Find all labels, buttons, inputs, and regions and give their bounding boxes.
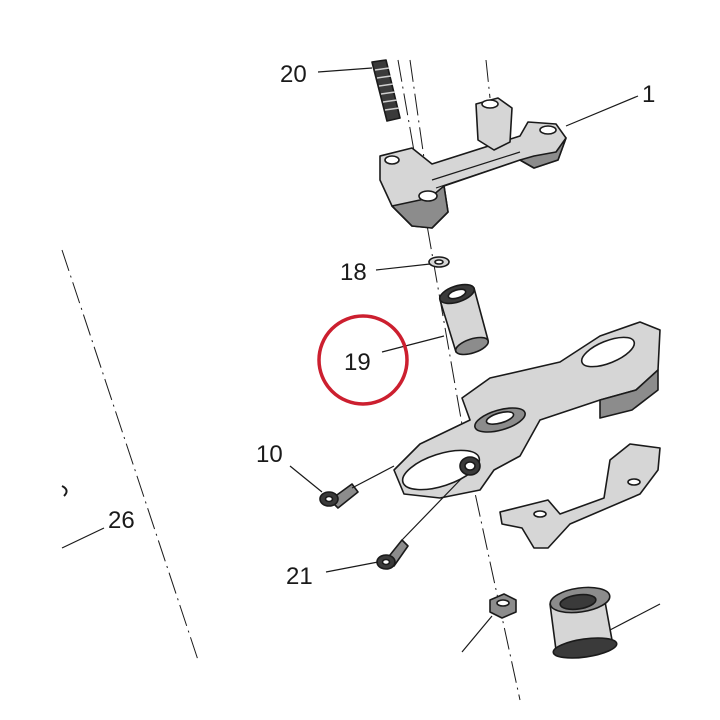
part-21-bolt (376, 539, 409, 570)
callout-10: 10 (256, 441, 283, 468)
stud-axis (485, 59, 491, 99)
steering-bearing-cup (549, 586, 618, 659)
callout-18: 18 (340, 259, 367, 286)
part-19-bushing (438, 283, 490, 356)
leader-10 (289, 465, 323, 493)
leader-nut (461, 615, 493, 653)
part-18-washer (428, 256, 450, 268)
part-10-bolt (319, 483, 359, 509)
callout-26: 26 (108, 507, 135, 534)
leader-21b (401, 477, 463, 541)
leader-20 (317, 67, 373, 73)
upper-triple-clamp (393, 321, 661, 499)
leader-21 (325, 561, 379, 573)
callout-19: 19 (344, 349, 371, 376)
callout-1: 1 (642, 81, 655, 108)
frame-centerline-left (61, 249, 199, 661)
callout-21: 21 (286, 563, 313, 590)
leader-18 (375, 263, 431, 271)
leader-26 (61, 527, 105, 549)
frame-fragment (61, 485, 68, 497)
leader-1 (565, 95, 639, 127)
leader-19 (381, 335, 445, 353)
nut (489, 593, 517, 619)
part-1-riser-bracket (379, 97, 567, 229)
leader-bearing (609, 603, 661, 631)
leader-10b (351, 465, 395, 489)
highlight-circle-19 (317, 314, 409, 406)
callout-20: 20 (280, 61, 307, 88)
mounting-bracket (499, 443, 661, 549)
part-20-stud (371, 59, 401, 122)
